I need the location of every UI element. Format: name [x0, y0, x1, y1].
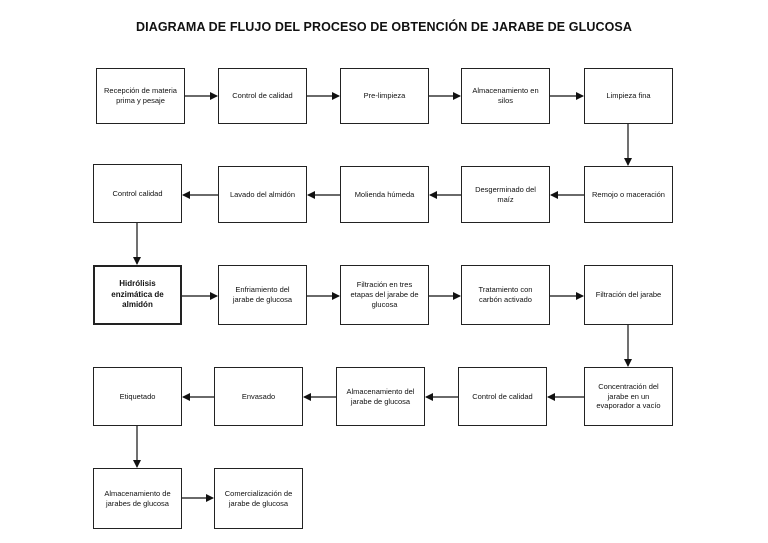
- step-enfriamiento: Enfriamiento del jarabe de glucosa: [218, 265, 307, 325]
- step-filtracion-jarabe: Filtración del jarabe: [584, 265, 673, 325]
- step-carbon-activado: Tratamiento con carbón activado: [461, 265, 550, 325]
- step-etiquetado: Etiquetado: [93, 367, 182, 426]
- step-remojo: Remojo o maceración: [584, 166, 673, 223]
- step-pre-limpieza: Pre-limpieza: [340, 68, 429, 124]
- step-recepcion: Recepción de materia prima y pesaje: [96, 68, 185, 124]
- step-filtracion-tres-etapas: Filtración en tres etapas del jarabe de …: [340, 265, 429, 325]
- diagram-title: DIAGRAMA DE FLUJO DEL PROCESO DE OBTENCI…: [136, 20, 632, 34]
- step-almacenamiento-jarabes: Almacenamiento de jarabes de glucosa: [93, 468, 182, 529]
- step-concentracion: Concentración del jarabe en un evaporado…: [584, 367, 673, 426]
- step-hidrolisis: Hidrólisis enzimática de almidón: [93, 265, 182, 325]
- step-control-calidad-2: Control calidad: [93, 164, 182, 223]
- step-comercializacion: Comercialización de jarabe de glucosa: [214, 468, 303, 529]
- step-lavado: Lavado del almidón: [218, 166, 307, 223]
- step-desgerminado: Desgerminado del maíz: [461, 166, 550, 223]
- step-envasado: Envasado: [214, 367, 303, 426]
- step-almacenamiento-silos: Almacenamiento en silos: [461, 68, 550, 124]
- step-control-calidad-3: Control de calidad: [458, 367, 547, 426]
- step-molienda: Molienda húmeda: [340, 166, 429, 223]
- step-limpieza-fina: Limpieza fina: [584, 68, 673, 124]
- step-control-calidad-1: Control de calidad: [218, 68, 307, 124]
- step-almacenamiento-jarabe: Almacenamiento del jarabe de glucosa: [336, 367, 425, 426]
